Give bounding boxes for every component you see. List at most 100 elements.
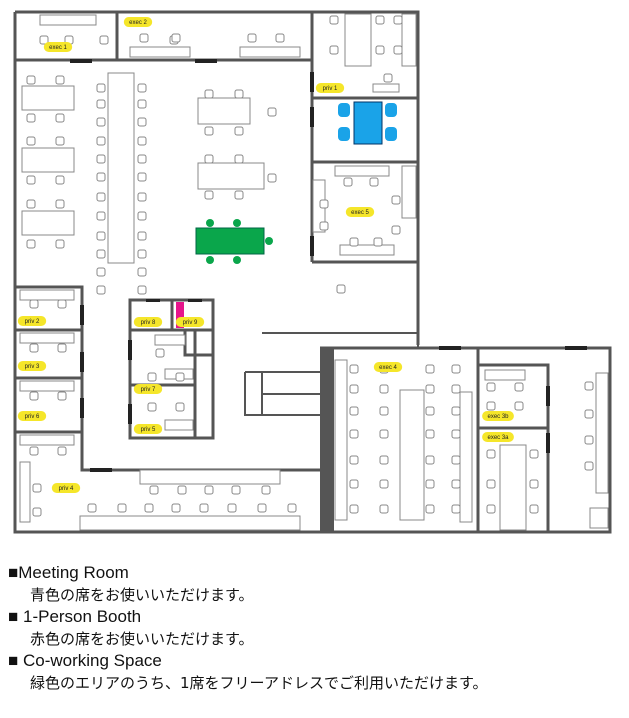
chair bbox=[57, 391, 67, 401]
meeting-room-seat[interactable] bbox=[338, 103, 350, 117]
chair bbox=[451, 406, 461, 416]
room-label-badge bbox=[43, 42, 73, 52]
meeting-room-table[interactable] bbox=[353, 101, 383, 145]
room-label-badge bbox=[133, 384, 163, 394]
chair bbox=[379, 429, 389, 439]
chair bbox=[336, 284, 346, 294]
room-label: exec 1 bbox=[49, 45, 67, 51]
room-label-badge bbox=[175, 317, 205, 327]
chair bbox=[175, 372, 185, 382]
room-label: priv 1 bbox=[323, 86, 338, 92]
coworking-table[interactable] bbox=[195, 227, 265, 255]
chair bbox=[204, 154, 214, 164]
legend-title: ■Meeting Room bbox=[8, 563, 129, 582]
doors bbox=[70, 59, 587, 472]
legend-title: ■ 1-Person Booth bbox=[8, 607, 142, 626]
room-label-badge bbox=[315, 83, 345, 93]
chair bbox=[57, 343, 67, 353]
desk bbox=[239, 46, 301, 58]
room-label: priv 5 bbox=[141, 427, 156, 433]
chair bbox=[96, 83, 106, 93]
chair bbox=[343, 177, 353, 187]
legend-description: 青色の席をお使いいただけます。 bbox=[30, 586, 254, 604]
chair bbox=[425, 364, 435, 374]
chair bbox=[379, 504, 389, 514]
meeting-room-seat[interactable] bbox=[385, 127, 397, 141]
chair bbox=[137, 154, 147, 164]
desk bbox=[21, 147, 75, 173]
chair bbox=[373, 237, 383, 247]
chair bbox=[26, 75, 36, 85]
desk bbox=[21, 210, 75, 236]
chair bbox=[329, 45, 339, 55]
desk bbox=[589, 507, 609, 529]
chair bbox=[329, 15, 339, 25]
room-label: exec 3a bbox=[487, 435, 509, 441]
chair bbox=[425, 384, 435, 394]
chair bbox=[349, 384, 359, 394]
chair bbox=[383, 73, 393, 83]
chair bbox=[275, 33, 285, 43]
chair bbox=[96, 231, 106, 241]
chair bbox=[55, 175, 65, 185]
chair bbox=[204, 190, 214, 200]
chair bbox=[55, 75, 65, 85]
chair bbox=[137, 117, 147, 127]
coworking-seat[interactable] bbox=[233, 256, 241, 264]
coworking-seat[interactable] bbox=[206, 256, 214, 264]
chair bbox=[267, 107, 277, 117]
room-label-badge bbox=[51, 483, 81, 493]
desk bbox=[595, 372, 609, 494]
chair bbox=[87, 503, 97, 513]
chair bbox=[391, 225, 401, 235]
booth-seat[interactable] bbox=[176, 302, 184, 328]
coworking-seat[interactable] bbox=[206, 219, 214, 227]
chair bbox=[96, 136, 106, 146]
chair bbox=[204, 485, 214, 495]
chair bbox=[137, 172, 147, 182]
desk bbox=[401, 165, 417, 219]
chair bbox=[55, 199, 65, 209]
room-label: exec 2 bbox=[129, 20, 147, 26]
room-label-badge bbox=[17, 411, 47, 421]
chair bbox=[55, 136, 65, 146]
room-label-badge bbox=[133, 317, 163, 327]
chair bbox=[39, 35, 49, 45]
chair bbox=[349, 406, 359, 416]
chair bbox=[26, 175, 36, 185]
desk bbox=[334, 359, 348, 521]
room-label-badge bbox=[133, 424, 163, 434]
desk bbox=[154, 334, 186, 346]
meeting-room-seat[interactable] bbox=[338, 127, 350, 141]
room-label: priv 4 bbox=[59, 486, 74, 492]
chair bbox=[234, 89, 244, 99]
chair bbox=[29, 343, 39, 353]
coworking-seat[interactable] bbox=[265, 237, 273, 245]
chair bbox=[117, 503, 127, 513]
chair bbox=[139, 33, 149, 43]
desk bbox=[139, 469, 281, 485]
legend-booth: ■ 1-Person Booth 赤色の席をお使いいただけます。 bbox=[8, 606, 628, 650]
chair bbox=[486, 504, 496, 514]
chair bbox=[393, 15, 403, 25]
legend-description: 緑色のエリアのうち、1席をフリーアドレスでご利用いただけます。 bbox=[30, 674, 488, 692]
desk bbox=[344, 13, 372, 67]
chair bbox=[425, 455, 435, 465]
chair bbox=[375, 45, 385, 55]
chair bbox=[514, 401, 524, 411]
chair bbox=[349, 504, 359, 514]
meeting-room-seat[interactable] bbox=[385, 103, 397, 117]
legend-meeting-room: ■Meeting Room 青色の席をお使いいただけます。 bbox=[8, 562, 628, 606]
room-label-badge bbox=[482, 411, 514, 421]
chair bbox=[451, 455, 461, 465]
chair bbox=[349, 455, 359, 465]
desk bbox=[19, 332, 75, 344]
chair bbox=[26, 113, 36, 123]
chair bbox=[96, 192, 106, 202]
chair bbox=[379, 479, 389, 489]
room-label-badge bbox=[345, 207, 375, 217]
chair bbox=[234, 190, 244, 200]
coworking-seat[interactable] bbox=[233, 219, 241, 227]
room-label-badge bbox=[17, 361, 47, 371]
